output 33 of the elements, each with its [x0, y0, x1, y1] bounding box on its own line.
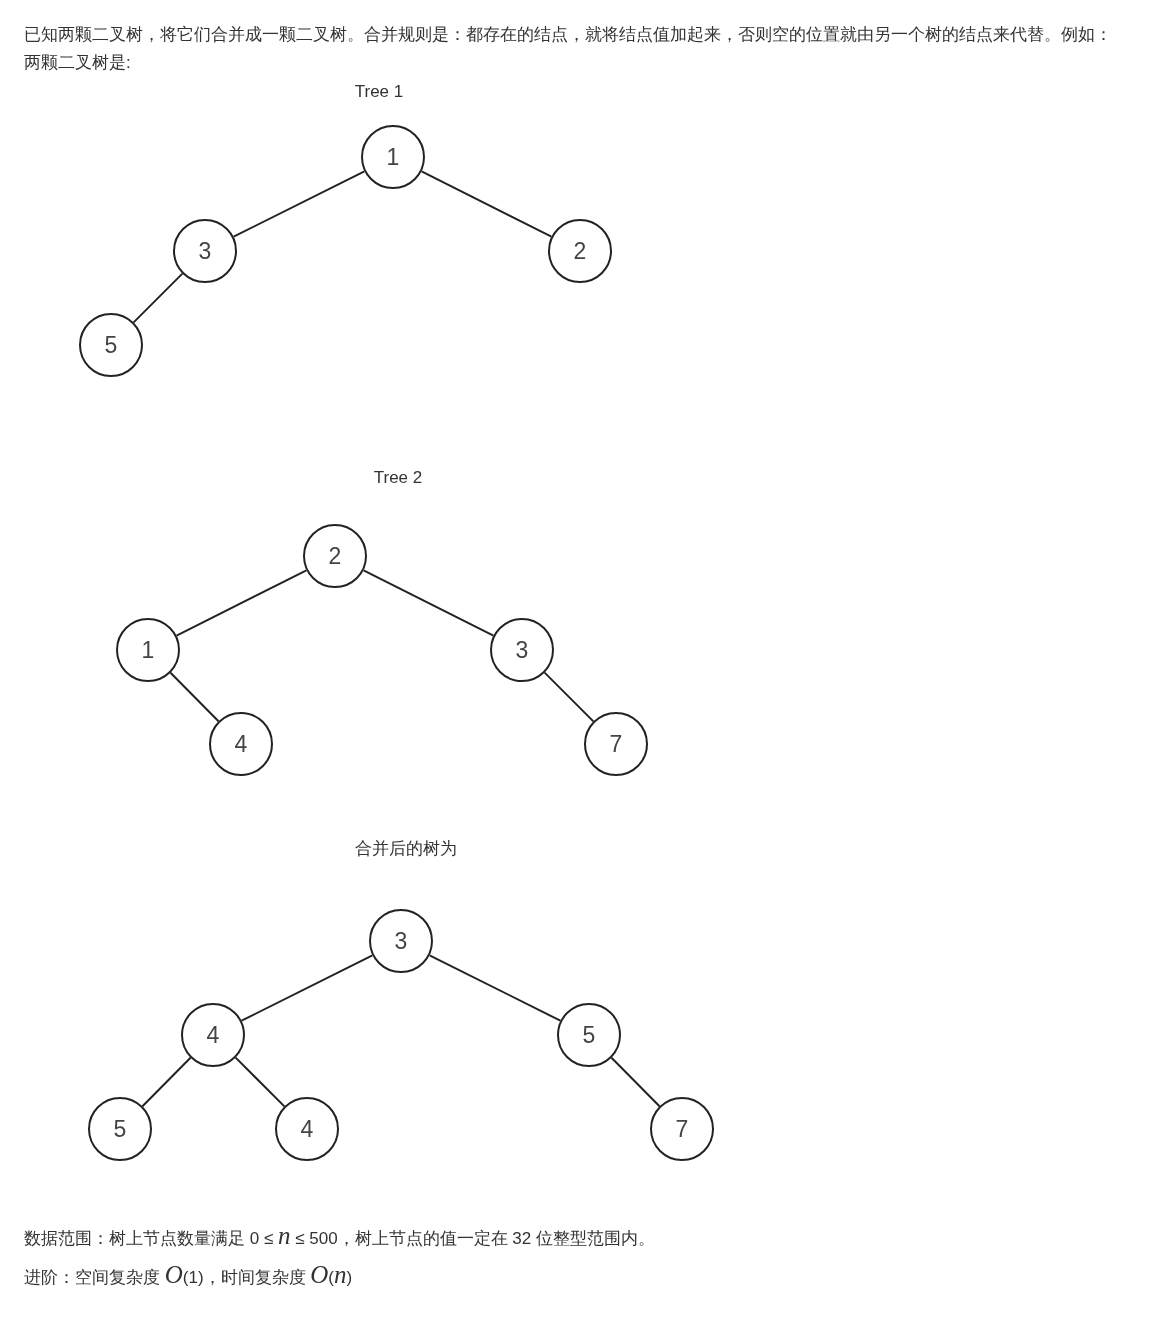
tree-node: 1 — [116, 618, 180, 682]
connector-line — [141, 1056, 192, 1108]
tree-node: 2 — [303, 524, 367, 588]
connector-line — [175, 569, 308, 637]
connector-line — [132, 272, 184, 324]
tree-caption: 合并后的树为 — [355, 838, 457, 860]
note-text: 进阶：空间复杂度 O(1)，时间复杂度 O(n) — [24, 1260, 353, 1290]
connector-line — [234, 1056, 286, 1108]
tree-node: 1 — [361, 125, 425, 189]
connector-line — [362, 569, 495, 637]
tree-node: 4 — [209, 712, 273, 776]
connector-line — [232, 170, 366, 238]
tree-node: 2 — [548, 219, 612, 283]
tree-node: 5 — [557, 1003, 621, 1067]
connector-line — [610, 1056, 661, 1108]
tree-node: 3 — [490, 618, 554, 682]
tree-node: 7 — [650, 1097, 714, 1161]
tree-node: 3 — [173, 219, 237, 283]
tree-node: 3 — [369, 909, 433, 973]
tree-node: 4 — [181, 1003, 245, 1067]
tree-caption: Tree 1 — [354, 81, 404, 103]
connector-line — [169, 671, 220, 723]
connector-line — [428, 954, 562, 1022]
note-text: 数据范围：树上节点数量满足 0 ≤ n ≤ 500，树上节点的值一定在 32 位整型范围内。 — [24, 1221, 655, 1251]
tree-node: 7 — [584, 712, 648, 776]
connector-line — [240, 954, 374, 1022]
tree-node: 5 — [88, 1097, 152, 1161]
tree-node: 4 — [275, 1097, 339, 1161]
tree-node: 5 — [79, 313, 143, 377]
tree-caption: Tree 2 — [373, 467, 423, 489]
connector-line — [420, 170, 553, 238]
paragraph: 已知两颗二叉树，将它们合并成一颗二叉树。合并规则是：都存在的结点，就将结点值加起来，否则空的位置就由另一个树的结点来代替。例如：两颗二叉树是: — [24, 24, 1113, 74]
connector-line — [543, 671, 595, 723]
